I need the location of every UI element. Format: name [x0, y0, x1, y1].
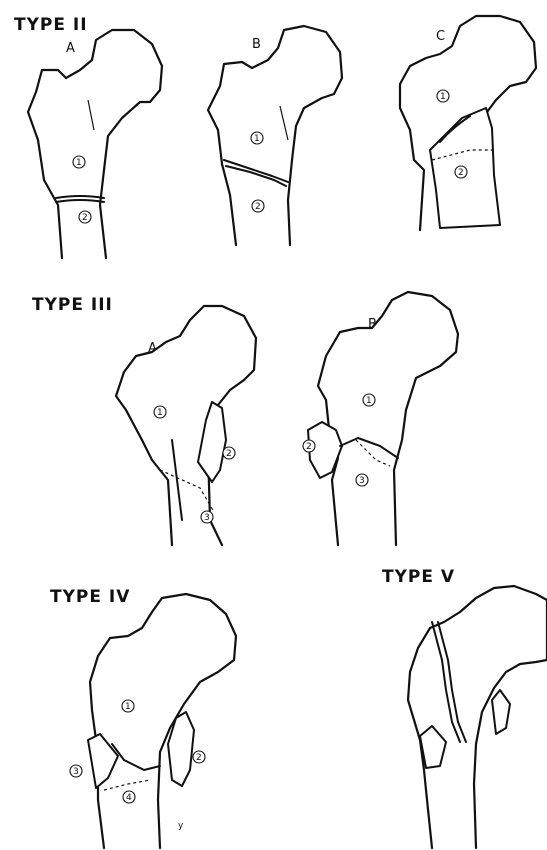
- stray-mark: y: [178, 821, 184, 831]
- type-ii-c-label: C: [436, 29, 445, 44]
- type-iii-b-femur: B: [308, 292, 458, 545]
- marker-ii-a-2: 2: [82, 213, 88, 223]
- type-v-title: TYPE V: [382, 567, 455, 587]
- type-ii-a-label: A: [66, 41, 75, 56]
- marker-iv-4: 4: [126, 793, 132, 803]
- marker-iii-b-1: 1: [366, 396, 372, 406]
- type-ii-b-label: B: [252, 37, 261, 52]
- marker-ii-a-1: 1: [76, 158, 82, 168]
- type-iii-a-femur: A: [116, 306, 256, 545]
- type-iii-title: TYPE III: [32, 295, 113, 315]
- marker-ii-b-1: 1: [254, 134, 260, 144]
- marker-iii-a-2: 2: [226, 449, 232, 459]
- marker-ii-c-1: 1: [440, 92, 446, 102]
- marker-iii-a-3: 3: [204, 513, 210, 523]
- type-iv-femur: y: [88, 594, 236, 848]
- marker-ii-c-2: 2: [458, 168, 464, 178]
- marker-ii-b-2: 2: [255, 202, 261, 212]
- type-v-femur: [408, 586, 547, 848]
- type-ii-c-femur: C: [400, 16, 536, 230]
- type-ii-a-femur: A: [28, 30, 162, 258]
- marker-iv-3: 3: [73, 767, 79, 777]
- marker-iv-1: 1: [125, 702, 131, 712]
- marker-iii-b-3: 3: [359, 476, 365, 486]
- type-ii-title: TYPE II: [14, 15, 88, 35]
- marker-iii-b-2: 2: [306, 442, 312, 452]
- type-ii-b-femur: B: [208, 26, 342, 245]
- marker-iv-2: 2: [196, 753, 202, 763]
- type-iv-title: TYPE IV: [50, 587, 130, 607]
- marker-iii-a-1: 1: [157, 408, 163, 418]
